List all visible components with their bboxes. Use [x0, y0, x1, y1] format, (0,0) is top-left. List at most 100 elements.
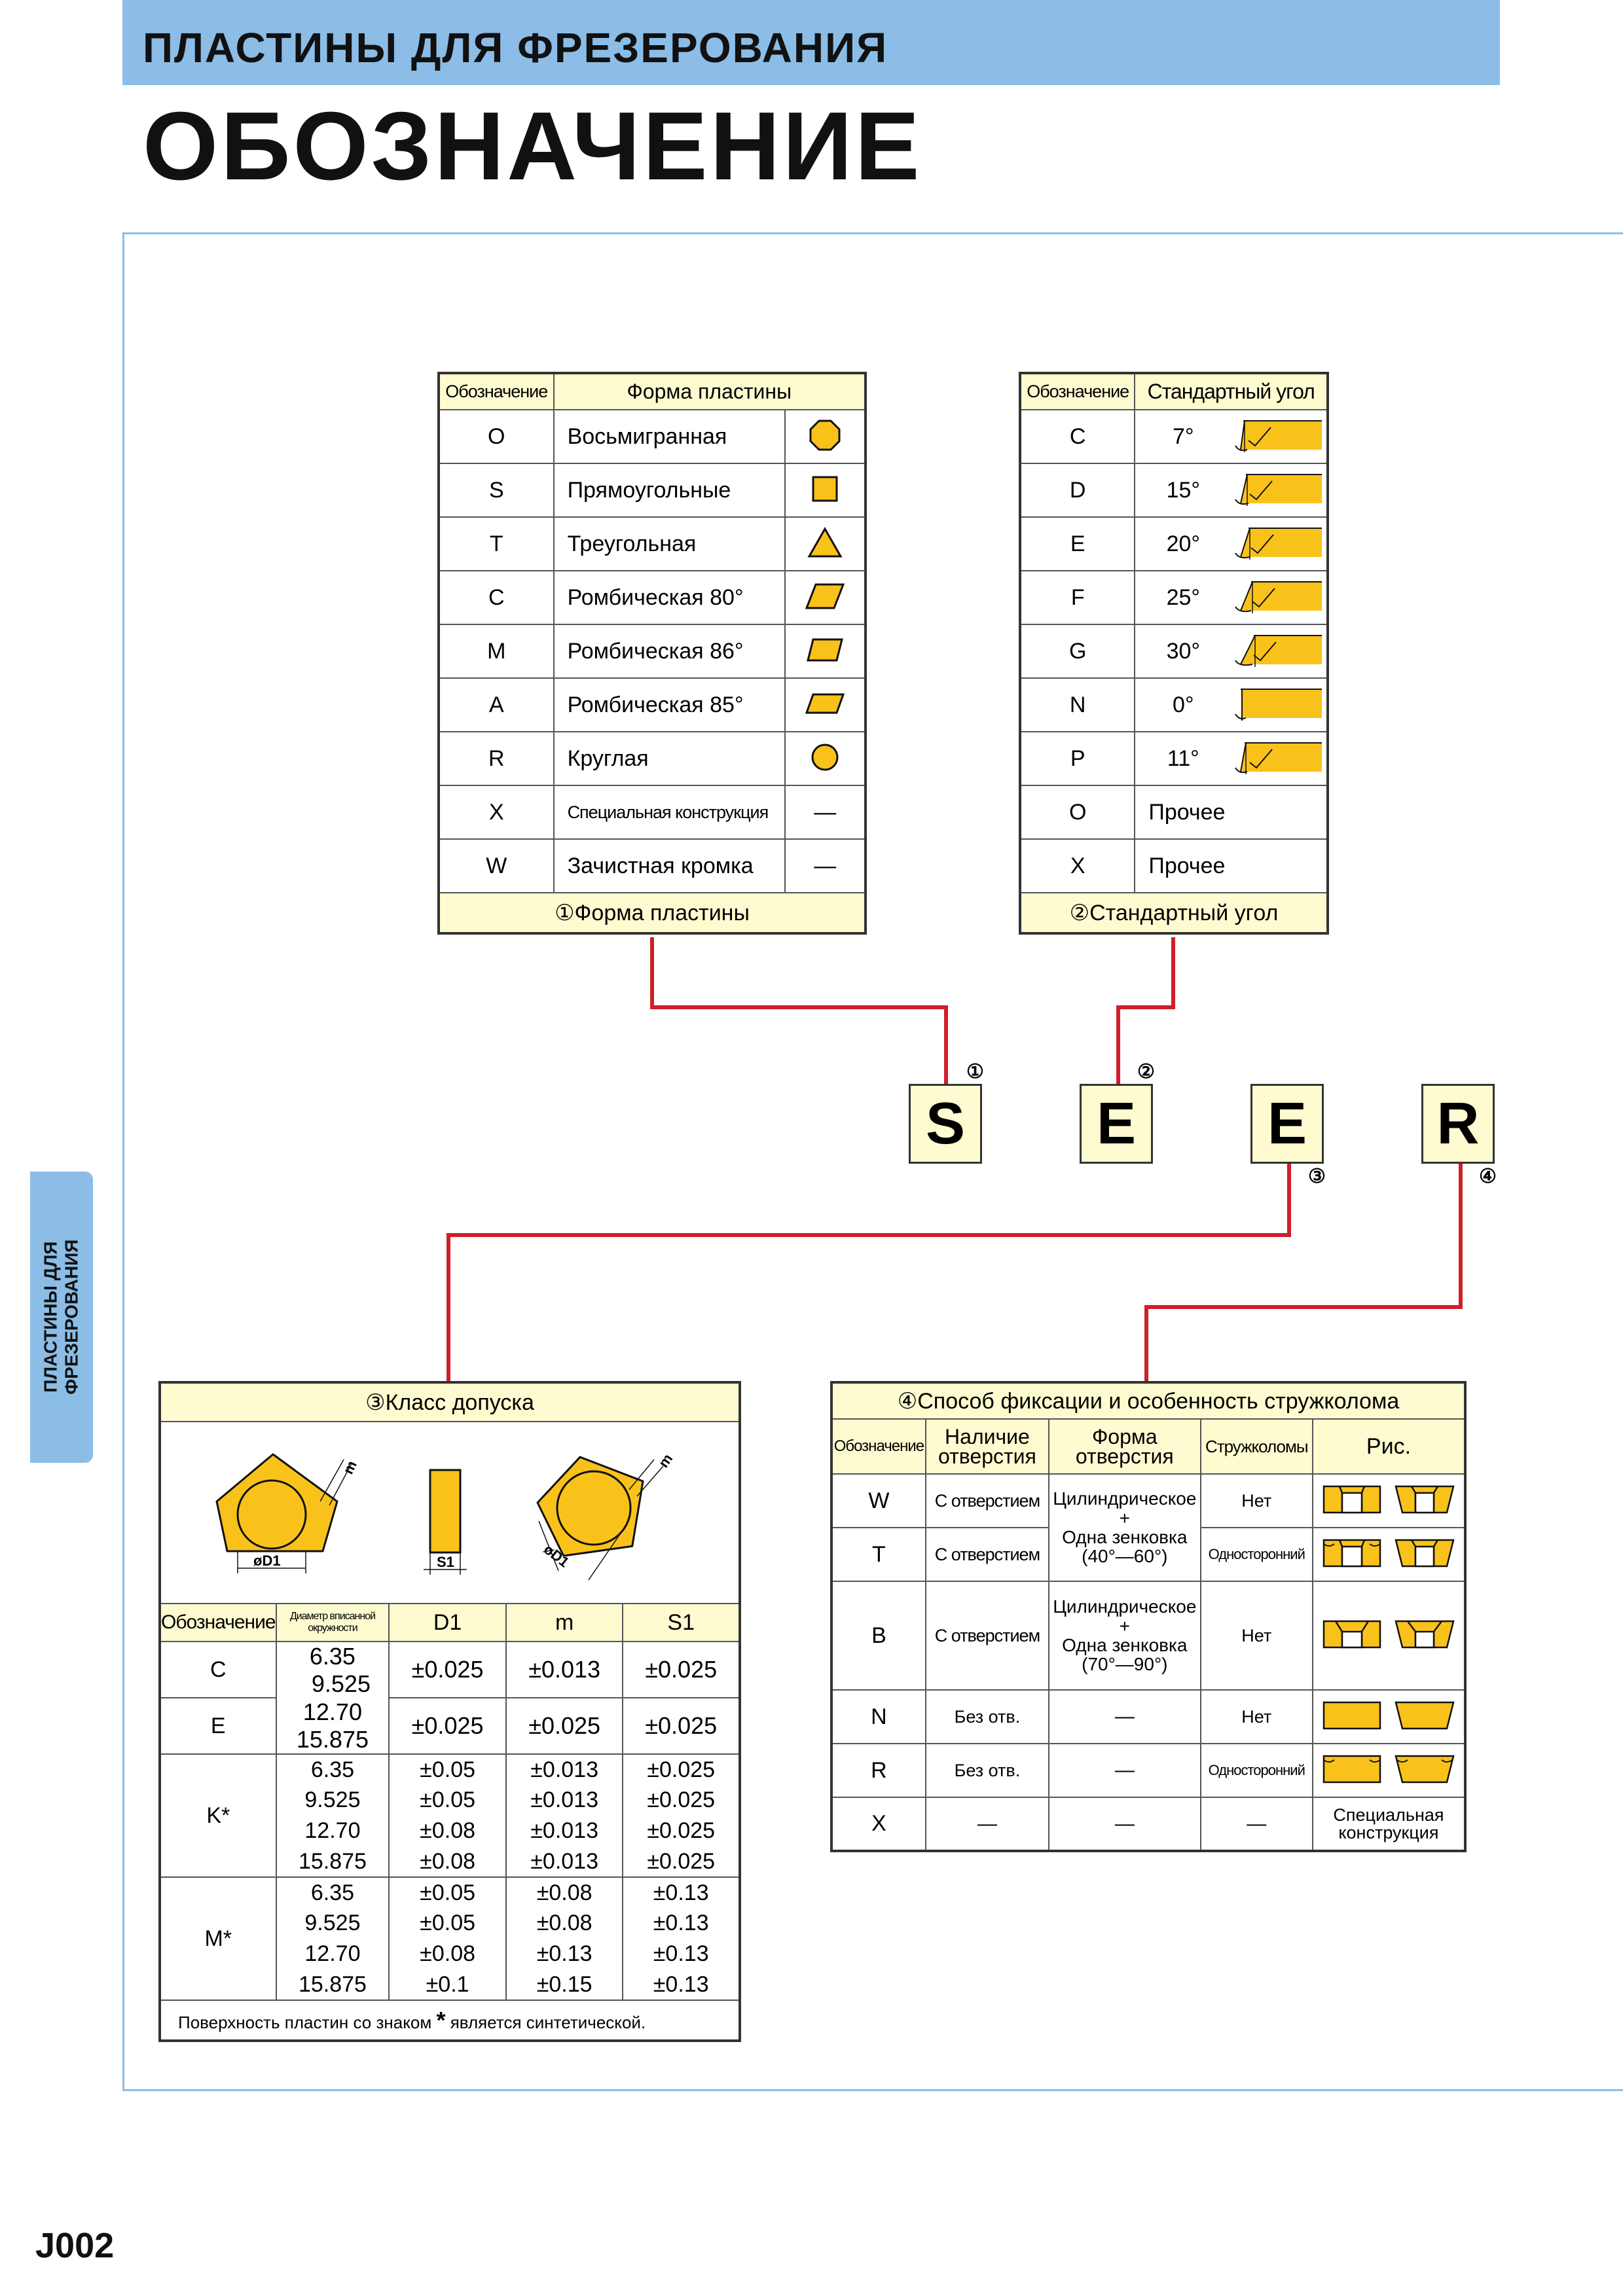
clearance-angle-icon — [1235, 473, 1322, 506]
clearance-angle-icon — [1235, 581, 1322, 613]
table-row: C 7° — [1019, 409, 1328, 464]
connector-line — [1459, 1162, 1463, 1309]
table-row: A Ромбическая 85° — [438, 677, 866, 732]
clearance-angle-icon — [1235, 420, 1322, 452]
connector-line — [1287, 1162, 1291, 1237]
connector-line — [650, 1005, 948, 1009]
m-label-2: m — [655, 1450, 676, 1470]
table-row: N 0° — [1019, 677, 1328, 732]
angle-col-code: Обозначение — [1019, 372, 1136, 410]
marker-1: ① — [966, 1061, 984, 1083]
marker-2: ② — [1137, 1061, 1155, 1083]
d1-label: øD1 — [253, 1552, 281, 1569]
table-row: S Прямоугольные — [438, 463, 866, 518]
side-tab[interactable] — [30, 1172, 93, 1463]
s1-label: S1 — [437, 1554, 454, 1570]
table-row: 15.875 ±0.1 ±0.15 ±0.13 — [160, 1969, 740, 2001]
tol-col-d1: D1 — [388, 1603, 507, 1642]
tolerance-note: Поверхность пластин со знаком * является… — [159, 2000, 740, 2041]
angle-col-angle: Стандартный угол — [1134, 372, 1328, 410]
insert-b-figure-icon — [1322, 1620, 1455, 1648]
table-row: O Прочее — [1019, 785, 1328, 840]
shape-table: Обозначение Форма пластины O Восьмигранн… — [437, 372, 867, 935]
dash-mark: — — [784, 838, 866, 893]
tol-col-m: m — [505, 1603, 624, 1642]
table-row: F 25° — [1019, 570, 1328, 625]
code-letter-4: R — [1421, 1084, 1495, 1164]
table-row: 12.70 ±0.08 ±0.13 ±0.13 — [160, 1939, 740, 1969]
table-row: X Специальная конструкция — — [438, 785, 866, 840]
page-number: J002 — [35, 2226, 115, 2265]
insert-n-figure-icon — [1322, 1701, 1455, 1729]
circle-icon — [811, 744, 839, 770]
code-letter-2: E — [1080, 1084, 1153, 1164]
fix-col-breaker: Стружколомы — [1199, 1418, 1313, 1475]
fixing-table: ④Способ фиксации и особенность стружколо… — [830, 1381, 1467, 1852]
insert-t-figure-icon — [1322, 1539, 1455, 1567]
connector-line — [1116, 1005, 1120, 1086]
table-row: O Восьмигранная — [438, 409, 866, 464]
tol-col-diam: Диаметр вписанной окружности — [275, 1603, 390, 1642]
table-row: 12.70 ±0.08 ±0.013 ±0.025 — [160, 1816, 740, 1846]
connector-line — [650, 937, 654, 1009]
rhombus-85-icon — [805, 693, 845, 713]
fixing-title: ④Способ фиксации и особенность стружколо… — [831, 1382, 1466, 1420]
marker-4: ④ — [1479, 1166, 1497, 1187]
table-row: X Прочее — [1019, 838, 1328, 893]
clearance-angle-icon — [1235, 688, 1322, 721]
tolerance-table: ③Класс допуска øD1 m S1 — [158, 1381, 741, 2042]
clearance-angle-icon — [1235, 634, 1322, 667]
header-bar — [122, 0, 1500, 85]
table-row: R Круглая — [438, 731, 866, 786]
tol-col-code: Обозначение — [159, 1603, 277, 1642]
code-letter-3: E — [1250, 1084, 1324, 1164]
shape-col-shape: Форма пластины — [553, 372, 867, 410]
connector-line — [944, 1005, 948, 1086]
table-row: M* 6.35 ±0.05 ±0.08 ±0.13 — [159, 1876, 740, 2001]
table-row: T Треугольная — [438, 516, 866, 571]
fix-col-code: Обозначение — [831, 1418, 926, 1475]
hole-shape-b: Цилиндрическое + Одна зенковка (70°—90°) — [1048, 1581, 1201, 1691]
table-row: B С отверстием Цилиндрическое + Одна зен… — [831, 1581, 1467, 1691]
tol-col-s1: S1 — [622, 1603, 740, 1642]
table-row: 9.525 ±0.05 ±0.013 ±0.025 — [160, 1785, 740, 1816]
fix-col-shape: Форма отверстия — [1048, 1418, 1201, 1475]
connector-line — [447, 1233, 450, 1384]
table-row: K* 6.35 ±0.05 ±0.013 ±0.025 — [159, 1753, 740, 1878]
tolerance-title: ③Класс допуска — [159, 1382, 740, 1422]
shape-col-code: Обозначение — [438, 372, 555, 410]
code-letter-1: S — [909, 1084, 982, 1164]
connector-line — [1171, 937, 1175, 1009]
insert-w-figure-icon — [1322, 1485, 1455, 1513]
hole-shape-wt: Цилиндрическое + Одна зенковка (40°—60°) — [1048, 1473, 1201, 1582]
table-row: 15.875 ±0.08 ±0.013 ±0.025 — [160, 1846, 740, 1878]
page-title: ОБОЗНАЧЕНИЕ — [143, 92, 922, 200]
table-row: N Без отв. — Нет — [831, 1689, 1467, 1744]
shape-table-footer: ①Форма пластины — [438, 892, 866, 934]
table-row: C Ромбическая 80° — [438, 570, 866, 625]
square-icon — [812, 476, 838, 501]
rhombus-86-icon — [807, 638, 844, 661]
fix-col-fig: Рис. — [1311, 1418, 1467, 1475]
table-row: W Зачистная кромка — — [438, 838, 866, 893]
table-row: D 15° — [1019, 463, 1328, 518]
table-row: 9.525 ±0.05 ±0.08 ±0.13 — [160, 1908, 740, 1939]
table-row: T С отверстием Односторонний — [831, 1527, 1467, 1582]
angle-table-footer: ②Стандартный угол — [1019, 892, 1328, 934]
header-subtitle: ПЛАСТИНЫ ДЛЯ ФРЕЗЕРОВАНИЯ — [143, 24, 888, 71]
table-row: W С отверстием Цилиндрическое + Одна зен… — [831, 1473, 1467, 1582]
table-row: E 20° — [1019, 516, 1328, 571]
clearance-angle-icon — [1235, 527, 1322, 560]
connector-line — [1144, 1305, 1148, 1384]
fix-col-hole: Наличие отверстия — [924, 1418, 1050, 1475]
clearance-angle-icon — [1235, 742, 1322, 774]
connector-line — [1144, 1305, 1463, 1309]
octagon-icon — [809, 420, 841, 450]
triangle-icon — [807, 526, 843, 557]
tolerance-insert-diagram: øD1 m S1 øD1 m — [215, 1450, 676, 1580]
table-row: G 30° — [1019, 624, 1328, 679]
